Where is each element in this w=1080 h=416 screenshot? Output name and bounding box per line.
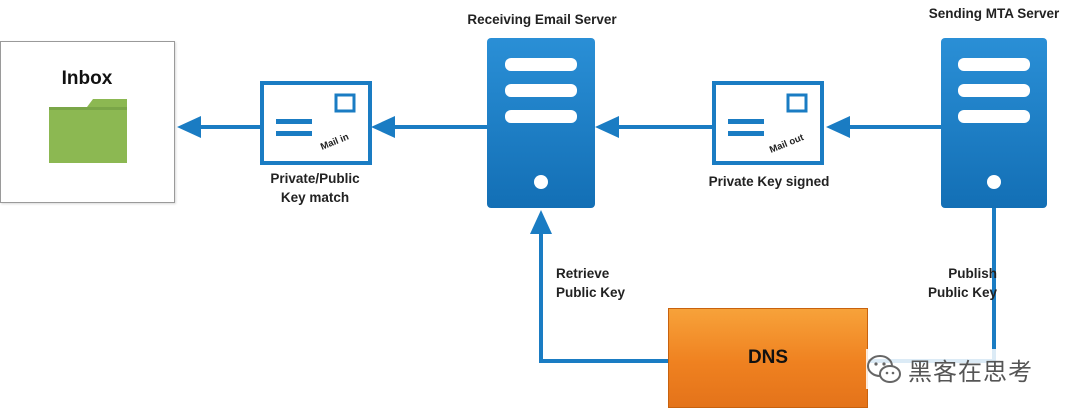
private-key-signed-label: Private Key signed	[708, 174, 830, 189]
sending-server-title: Sending MTA Server	[928, 6, 1060, 21]
arrow-sender-to-mailout	[826, 116, 941, 138]
mail-in-envelope-icon	[260, 81, 372, 165]
receiving-server-title: Receiving Email Server	[467, 12, 617, 27]
watermark: 黑客在思考	[866, 349, 1033, 389]
retrieve-line-1: Retrieve	[556, 266, 610, 281]
mail-out-envelope-icon	[712, 81, 824, 165]
arrow-mailout-to-receiver	[595, 116, 712, 138]
arrow-mailin-to-inbox	[177, 116, 262, 138]
retrieve-public-key-label: Retrieve Public Key	[556, 264, 625, 302]
key-match-label: Private/Public Key match	[240, 169, 390, 207]
publish-line-1: Publish	[948, 266, 997, 281]
sending-server-icon	[941, 38, 1047, 208]
arrow-receiver-to-mailin	[371, 116, 487, 138]
inbox-title: Inbox	[61, 68, 113, 89]
folder-icon	[49, 99, 127, 163]
receiving-server-icon	[487, 38, 595, 208]
key-match-line-2: Key match	[280, 190, 350, 205]
key-match-line-1: Private/Public	[270, 171, 360, 186]
inbox-panel: Inbox	[0, 41, 175, 203]
publish-line-2: Public Key	[927, 285, 997, 300]
wechat-icon	[867, 355, 901, 383]
dns-label: DNS	[747, 347, 789, 368]
retrieve-line-2: Public Key	[556, 285, 626, 300]
dns-box: DNS	[668, 308, 868, 408]
arrow-retrieve-public-key	[530, 210, 668, 363]
publish-public-key-label: Publish Public Key	[905, 264, 997, 302]
watermark-text: 黑客在思考	[908, 357, 1033, 386]
